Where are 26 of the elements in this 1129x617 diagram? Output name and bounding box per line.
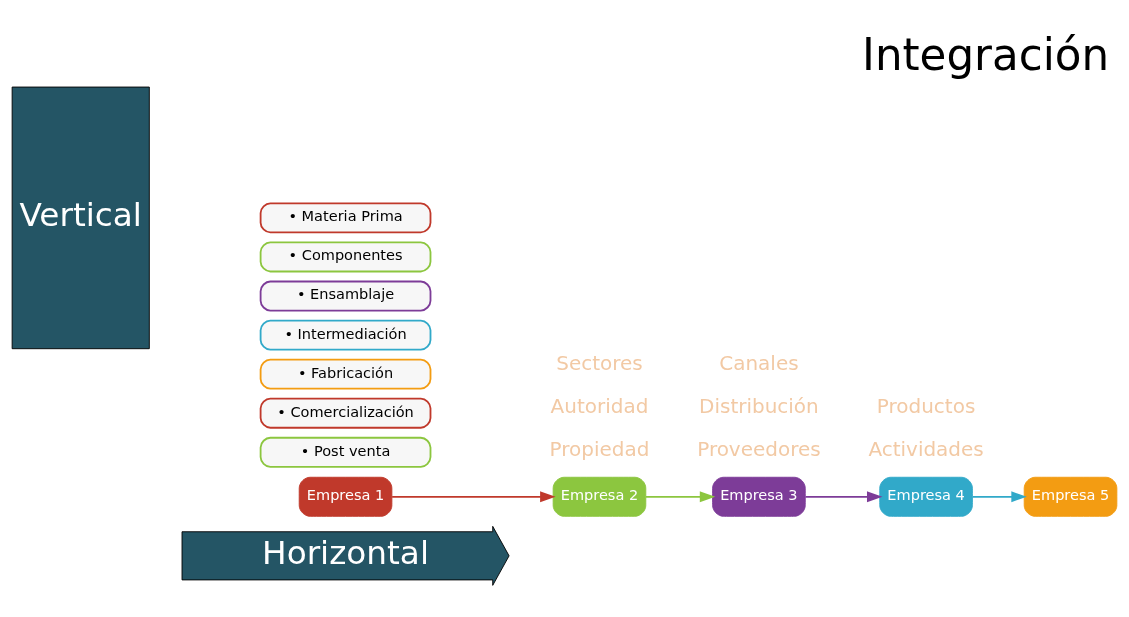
arrow — [645, 491, 716, 503]
node-box: Empresa 3 — [712, 476, 806, 517]
node-box: • Componentes — [259, 241, 432, 273]
node-box: • Fabricación — [259, 358, 432, 390]
node-box: • Ensamblaje — [259, 280, 432, 312]
node-box: Vertical — [11, 86, 150, 350]
label: Distribución — [699, 393, 819, 418]
node-box: Empresa 4 — [879, 476, 973, 517]
label: Propiedad — [549, 436, 650, 461]
node-box: Empresa 5 — [1023, 476, 1118, 517]
label: Productos — [876, 393, 976, 418]
node-box: • Intermediación — [259, 319, 432, 351]
arrow — [804, 491, 883, 503]
node-box: Empresa 2 — [552, 476, 647, 517]
arrow — [391, 491, 556, 503]
label: Autoridad — [550, 393, 649, 418]
node-box: • Materia Prima — [259, 202, 432, 234]
arrow — [971, 491, 1027, 503]
label: Sectores — [556, 351, 643, 376]
node-box: • Comercialización — [259, 397, 432, 429]
label: Canales — [719, 351, 799, 376]
label: Proveedores — [697, 436, 821, 461]
node-box: • Post venta — [259, 436, 432, 468]
label: Actividades — [868, 436, 984, 461]
diagram-title: Integración — [862, 30, 1110, 81]
node-box: Empresa 1 — [298, 476, 393, 517]
